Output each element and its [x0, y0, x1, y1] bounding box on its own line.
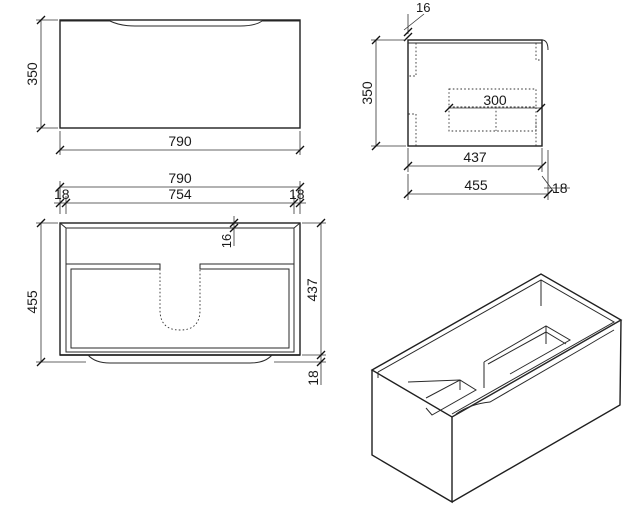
top-depth-label: 455	[24, 290, 40, 314]
front-panel-outline	[59, 19, 301, 129]
siphon-cutout	[159, 269, 201, 331]
top-view: 790 754 18 18 16 455	[24, 170, 326, 386]
top-inner-depth-label: 437	[304, 278, 320, 302]
side-inner-depth-label: 437	[463, 149, 487, 165]
top-left-panel-label: 18	[54, 186, 70, 202]
front-width-label: 790	[168, 133, 192, 149]
side-view: 16 350 300 437 455 18	[359, 0, 570, 200]
iso-top-rim-outer	[370, 273, 623, 418]
top-overall-width-label: 790	[168, 170, 192, 186]
top-front-panel-label: 18	[305, 370, 321, 386]
side-top-label: 16	[416, 0, 430, 15]
side-height-label: 350	[359, 81, 375, 105]
front-height-label: 350	[24, 62, 40, 86]
side-depth-label: 455	[464, 177, 488, 193]
top-carcass-outline	[59, 222, 301, 356]
side-drawer-dotted-box	[448, 88, 537, 108]
top-front-handle	[87, 354, 273, 364]
side-panel-outline	[407, 39, 543, 147]
front-handle-groove	[60, 20, 300, 27]
side-inner-label: 300	[483, 92, 507, 108]
top-right-panel-label: 18	[289, 186, 305, 202]
top-carcass-inner	[65, 227, 295, 353]
front-view: 350 790	[24, 15, 305, 155]
side-panel-label: 18	[552, 180, 568, 196]
top-inner-width-label: 754	[168, 186, 192, 202]
isometric-view	[370, 273, 623, 504]
top-back-panel-label: 16	[219, 234, 234, 248]
